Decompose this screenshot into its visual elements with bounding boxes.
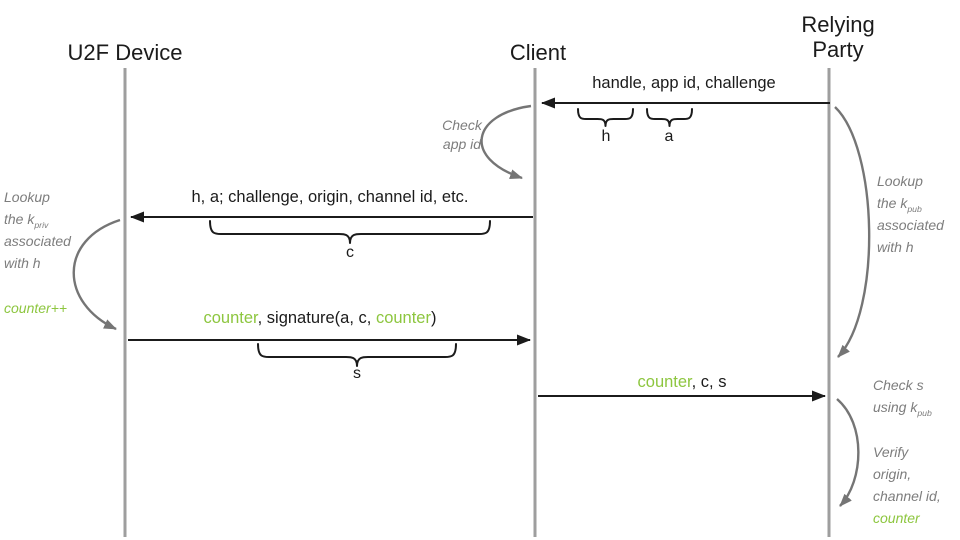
note-line: app id bbox=[442, 136, 482, 152]
note-line: Check bbox=[442, 117, 482, 133]
note-lookup-kpriv: Lookup the kpriv associated with h bbox=[4, 186, 71, 274]
note-check-s: Check s using kpub bbox=[873, 374, 932, 418]
self-loop-rp-lookup-kpub bbox=[834, 106, 871, 358]
brace-label-c: c bbox=[346, 244, 354, 261]
title-relying-party: Relying Party bbox=[778, 12, 898, 62]
note-line: using kpub bbox=[873, 399, 932, 418]
title-client: Client bbox=[509, 40, 567, 65]
note-line: associated bbox=[4, 233, 71, 249]
note-line: associated bbox=[877, 217, 944, 233]
note-counter-increment: counter++ bbox=[4, 297, 67, 319]
note-line: counter++ bbox=[4, 300, 68, 316]
note-line: the kpub bbox=[877, 195, 922, 214]
note-line: channel id, bbox=[873, 488, 941, 504]
brace-h bbox=[577, 108, 634, 127]
note-line: Lookup bbox=[877, 173, 923, 189]
note-line: origin, bbox=[873, 466, 912, 482]
self-loop-client-check-app-id bbox=[480, 104, 532, 180]
title-u2f-device: U2F Device bbox=[67, 40, 183, 65]
note-line: Check s bbox=[873, 377, 924, 393]
brace-s bbox=[257, 343, 457, 367]
brace-label-a: a bbox=[664, 128, 674, 145]
note-line: Lookup bbox=[4, 189, 50, 205]
self-loop-rp-verify bbox=[836, 398, 860, 507]
note-lookup-kpub: Lookup the kpub associated with h bbox=[877, 170, 944, 258]
message-h-a-challenge-origin: h, a; challenge, origin, channel id, etc… bbox=[191, 188, 469, 206]
note-line: with h bbox=[877, 239, 914, 255]
message-counter-signature: counter, signature(a, c, counter) bbox=[203, 309, 437, 327]
title-relying-party-line2: Party bbox=[812, 37, 864, 62]
note-line: the kpriv bbox=[4, 211, 49, 230]
note-check-app-id: Check app id bbox=[433, 116, 491, 154]
note-verify: Verify origin, channel id, counter bbox=[873, 441, 941, 529]
brace-label-s: s bbox=[353, 365, 361, 382]
message-counter-c-s: counter, c, s bbox=[637, 373, 727, 391]
brace-c bbox=[209, 220, 491, 244]
brace-a bbox=[646, 108, 693, 127]
note-line: counter bbox=[873, 510, 920, 526]
message-handle-appid-challenge: handle, app id, challenge bbox=[592, 74, 776, 92]
title-relying-party-line1: Relying bbox=[801, 12, 875, 37]
note-line: with h bbox=[4, 255, 41, 271]
note-line: Verify bbox=[873, 444, 909, 460]
self-loop-u2f-lookup-kpriv bbox=[72, 218, 121, 331]
brace-label-h: h bbox=[601, 128, 611, 145]
